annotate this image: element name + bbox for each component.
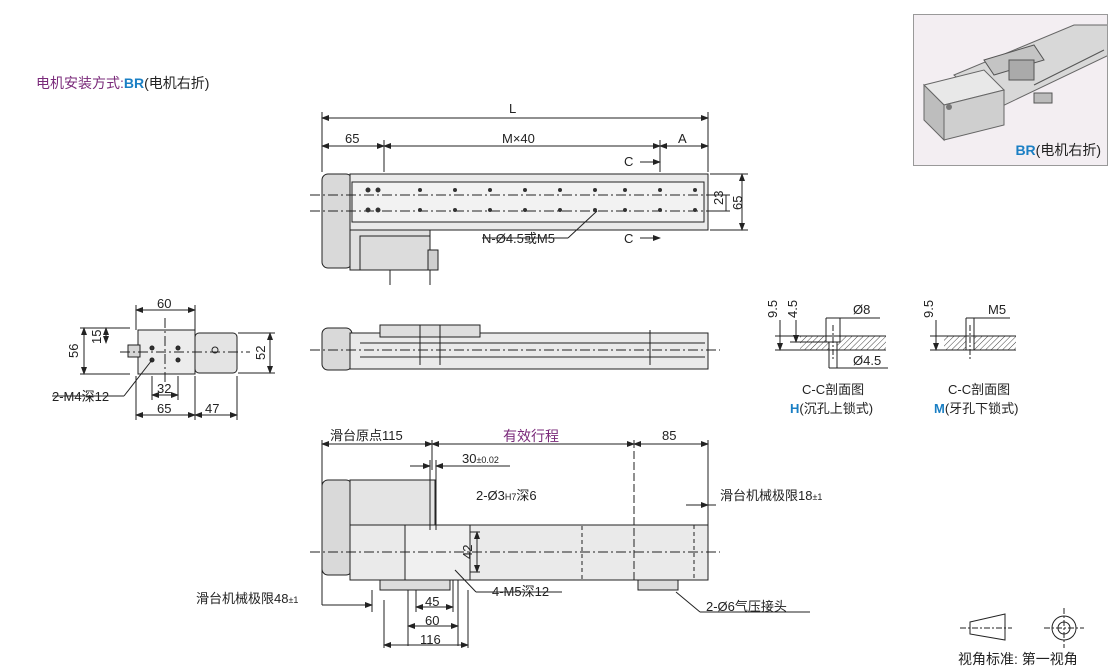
dim-56: 56: [66, 343, 81, 358]
thumbnail-desc: (电机右折): [1035, 142, 1101, 158]
limit-18-label: 滑台机械极限18±1: [720, 489, 822, 502]
dim-45: 45: [425, 594, 440, 609]
dim-9-5-m: 9.5: [921, 299, 936, 318]
projection-label: 视角标准: 第一视角: [958, 651, 1078, 667]
tap-label-end: 2-M4深12: [52, 389, 110, 404]
section-mark-bottom: C: [624, 231, 634, 246]
dim-65-right: 65: [730, 195, 745, 210]
dim-30-tol: ±0.02: [476, 455, 499, 465]
dim-85: 85: [662, 428, 677, 443]
section-m-title: C-C剖面图: [948, 382, 1011, 397]
dim-116: 116: [420, 632, 441, 647]
slide-origin-label: 滑台原点115: [330, 428, 403, 443]
section-m-code: M: [934, 401, 945, 416]
side-view: [310, 324, 720, 371]
limit-18-tol: ±1: [812, 492, 823, 502]
section-h-code: H: [790, 401, 800, 416]
dim-dia4-5: Ø4.5: [853, 353, 882, 368]
dim-23: 23: [711, 190, 726, 205]
thumbnail-code: BR: [1015, 142, 1036, 158]
pin-hole-b: 深6: [516, 488, 537, 503]
mounting-holes-label: N-Ø4.5或M5: [482, 231, 555, 246]
section-mark-top: C: [624, 154, 634, 169]
dim-L: L: [509, 101, 517, 116]
thumbnail-caption: BR(电机右折): [1015, 140, 1101, 160]
dim-42: 42: [460, 544, 475, 559]
dim-32: 32: [157, 381, 172, 396]
pin-hole-h7: H7: [504, 492, 517, 502]
dim-15: 15: [89, 329, 104, 344]
limit-48-value: 滑台机械极限48: [196, 591, 289, 606]
projection-symbol: [960, 608, 1084, 648]
pin-hole-label: 2-Ø3H7深6: [476, 489, 537, 502]
dim-9-5-h: 9.5: [765, 299, 780, 318]
limit-18-value: 滑台机械极限18: [720, 488, 813, 503]
dim-60-end: 60: [157, 296, 172, 311]
dim-65-left: 65: [345, 131, 360, 146]
dim-4-5-h: 4.5: [785, 299, 800, 318]
mount-type-title: 电机安装方式:: [36, 75, 124, 91]
bottom-view: [310, 440, 810, 648]
section-h-title: C-C剖面图: [802, 382, 865, 397]
dim-60-bottom: 60: [425, 613, 440, 628]
section-m-view: [930, 317, 1016, 360]
section-h-desc: (沉孔上锁式): [799, 401, 874, 416]
section-m-desc: (牙孔下锁式): [944, 401, 1019, 416]
dim-dia8: Ø8: [853, 302, 871, 317]
effective-stroke-label: 有效行程: [503, 428, 559, 444]
air-fitting-label: 2-Ø6气压接头: [706, 599, 787, 614]
dim-A: A: [678, 131, 687, 146]
dim-52: 52: [253, 345, 268, 360]
mount-type-code: BR: [123, 75, 145, 91]
dim-30-value: 30: [462, 451, 477, 466]
actuator-3d-illustration: [923, 24, 1107, 142]
dim-M: M×40: [502, 131, 535, 146]
dim-30: 30±0.02: [462, 452, 499, 465]
dim-47: 47: [205, 401, 220, 416]
mount-type-desc: (电机右折): [144, 75, 210, 91]
tap-label-bottom: 4-M5深12: [492, 584, 550, 599]
section-h-caption: H(沉孔上锁式): [790, 402, 873, 415]
dim-65-end: 65: [157, 401, 172, 416]
pin-hole-a: 2-Ø3: [476, 488, 505, 503]
mount-type-label: 电机安装方式:BR(电机右折): [36, 76, 209, 90]
dim-m5: M5: [988, 302, 1007, 317]
product-thumbnail: BR(电机右折): [913, 14, 1108, 166]
limit-48-tol: ±1: [288, 595, 299, 605]
limit-48-label: 滑台机械极限48±1: [196, 592, 298, 605]
section-m-caption: M(牙孔下锁式): [934, 402, 1019, 415]
